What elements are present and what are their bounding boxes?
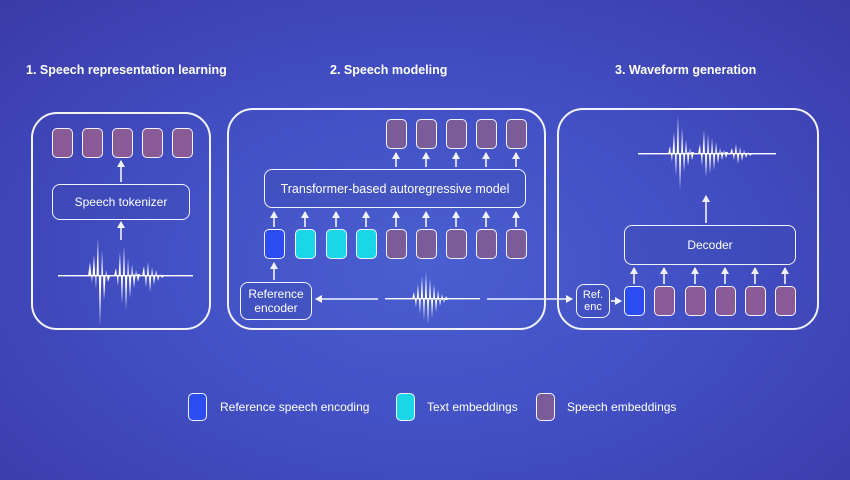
decoder-speech-token [715,286,736,316]
input-speech-token [446,229,467,259]
reference-encoder-box: Reference encoder [240,282,312,320]
output-speech-token [446,119,467,149]
legend-swatch-speech [536,393,555,421]
speech-token [142,128,163,158]
input-speech-token [476,229,497,259]
decoder-speech-token [654,286,675,316]
legend-label-speech: Speech embeddings [567,400,677,414]
step1-title: 1. Speech representation learning [26,63,227,77]
legend-swatch-text [396,393,415,421]
speech-token [52,128,73,158]
output-speech-token [416,119,437,149]
legend-label-text: Text embeddings [427,400,518,414]
input-speech-token [386,229,407,259]
output-speech-token [386,119,407,149]
text-token [356,229,377,259]
decoder-speech-token [745,286,766,316]
decoder-speech-token [775,286,796,316]
waveform-input [58,238,193,326]
waveform-reference [385,272,480,324]
speech-token [172,128,193,158]
text-token [295,229,316,259]
legend-swatch-reference [188,393,207,421]
input-speech-token [416,229,437,259]
decoder-box: Decoder [624,225,796,265]
transformer-box: Transformer-based autoregressive model [264,169,526,208]
text-token [326,229,347,259]
step2-title: 2. Speech modeling [330,63,448,77]
output-speech-token [476,119,497,149]
output-speech-token [506,119,527,149]
input-speech-token [506,229,527,259]
panel-representation-learning [31,112,211,330]
speech-tokenizer-box: Speech tokenizer [52,184,190,220]
reference-token [264,229,285,259]
reference-token [624,286,645,316]
panel-speech-modeling [227,108,546,330]
speech-token [82,128,103,158]
ref-enc-box: Ref. enc [576,284,610,318]
step3-title: 3. Waveform generation [615,63,757,77]
speech-token [112,128,133,158]
panel-waveform-generation [557,108,819,330]
waveform-output [638,116,776,190]
decoder-speech-token [685,286,706,316]
legend-label-reference: Reference speech encoding [220,400,370,414]
